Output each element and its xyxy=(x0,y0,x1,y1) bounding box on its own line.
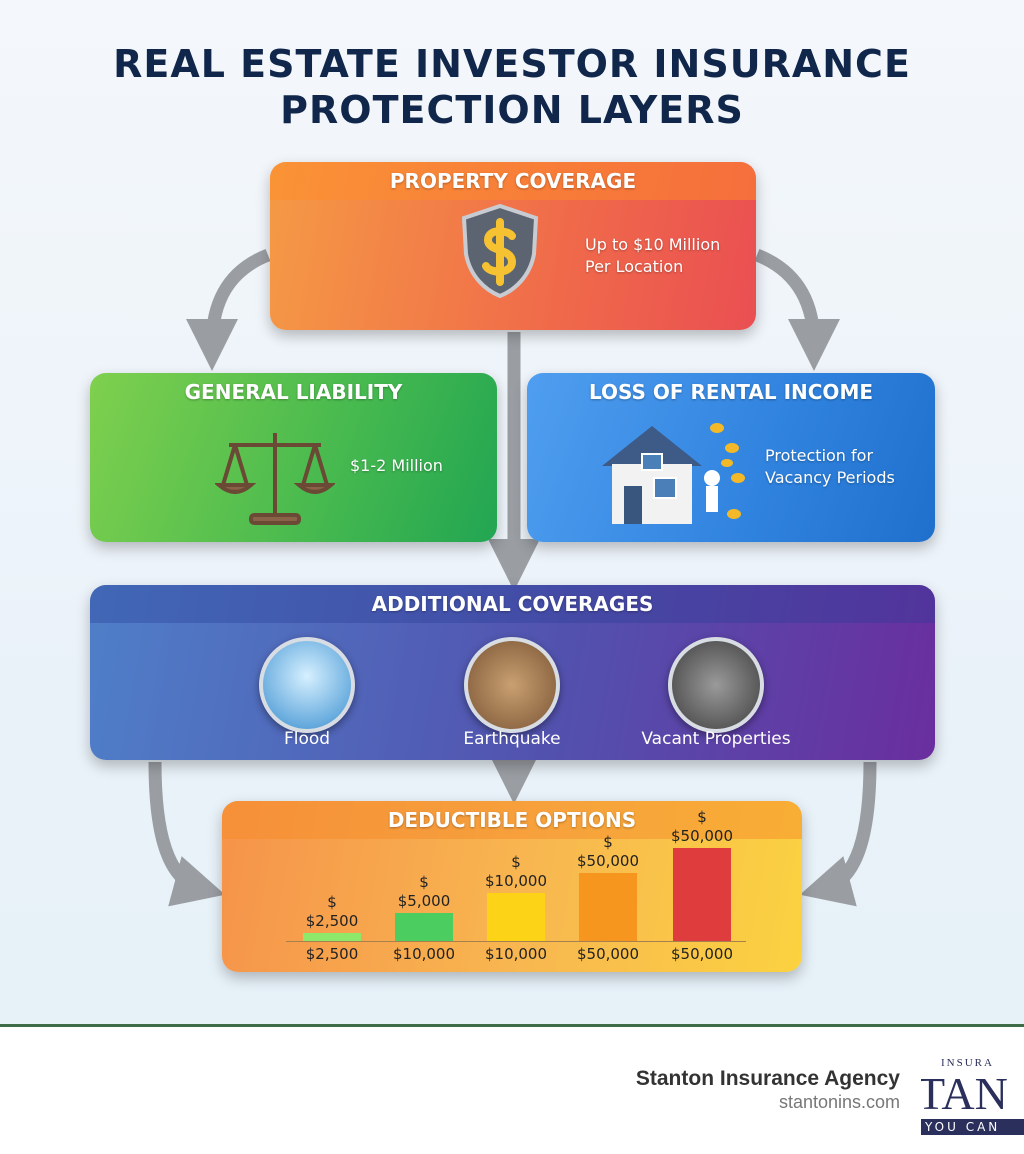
flow-arrows xyxy=(148,248,877,907)
cracked-ground-icon xyxy=(464,637,560,733)
rental-heading: LOSS OF RENTAL INCOME xyxy=(588,380,874,404)
property-limit-line2: Per Location xyxy=(585,257,684,276)
padlock-chain-icon xyxy=(668,637,764,733)
property-heading: PROPERTY COVERAGE xyxy=(270,162,756,200)
general-liability-box: GENERAL LIABILITY $1-2 Million xyxy=(90,373,497,542)
deductible-bar-top-label: $50,000 xyxy=(576,852,640,870)
company-website[interactable]: stantonins.com xyxy=(778,1092,900,1112)
chart-baseline xyxy=(286,941,746,942)
rental-text-line1: Protection for xyxy=(765,446,874,465)
liability-heading: GENERAL LIABILITY xyxy=(184,380,403,404)
deductible-bar-bottom-label: $50,000 xyxy=(576,945,640,963)
deductible-heading: DEDUCTIBLE OPTIONS xyxy=(387,808,637,832)
deductible-bar-top-label: $5,000 xyxy=(397,892,451,910)
deductible-bar xyxy=(673,848,731,941)
deductible-bar xyxy=(579,873,637,941)
deductible-options-box: DEDUCTIBLE OPTIONS $$2,500$2,500$$5,000$… xyxy=(222,801,802,972)
arrow-property-to-rental xyxy=(754,248,840,371)
coverage-label-flood: Flood xyxy=(283,729,331,749)
deductible-bar-bottom-label: $10,000 xyxy=(392,945,456,963)
shield-dollar-icon xyxy=(461,204,539,298)
deductible-bar-symbol: $ xyxy=(511,853,521,871)
deductible-bar-symbol: $ xyxy=(327,893,337,911)
deductible-bar-top-label: $50,000 xyxy=(670,827,734,845)
deductible-bar-symbol: $ xyxy=(697,808,707,826)
additional-heading: ADDITIONAL COVERAGES xyxy=(90,585,935,623)
page-title-line1: REAL ESTATE INVESTOR INSURANCE xyxy=(113,42,911,86)
deductible-bar xyxy=(395,913,453,941)
arrow-left-to-deductible xyxy=(148,761,226,907)
deductible-bar-top-label: $10,000 xyxy=(484,872,548,890)
arrow-property-to-liability xyxy=(186,248,271,371)
liability-limit: $1-2 Million xyxy=(350,456,443,475)
logo-tagline: YOU CAN xyxy=(921,1119,1024,1135)
footer: Stanton Insurance Agency stantonins.com … xyxy=(0,1024,1024,1154)
coverage-label-vacant: Vacant Properties xyxy=(641,729,791,749)
page-title-line2: PROTECTION LAYERS xyxy=(280,88,744,132)
scales-icon xyxy=(215,433,335,525)
arrow-right-to-deductible xyxy=(799,761,877,907)
deductible-bar-top-label: $2,500 xyxy=(305,912,359,930)
property-limit-line1: Up to $10 Million xyxy=(585,235,721,254)
property-coverage-box: PROPERTY COVERAGE Up to $10 Million Per … xyxy=(270,162,756,330)
house-coins-icon xyxy=(602,423,745,524)
company-name: Stanton Insurance Agency xyxy=(635,1067,900,1090)
coverage-label-earthquake: Earthquake xyxy=(463,729,561,749)
deductible-bar-bottom-label: $2,500 xyxy=(305,945,359,963)
additional-coverages-box: ADDITIONAL COVERAGES Flood Earthquake Va… xyxy=(90,585,935,760)
loss-of-rental-income-box: LOSS OF RENTAL INCOME Protection for Vac… xyxy=(527,373,935,542)
deductible-bar xyxy=(487,893,545,941)
deductible-bar xyxy=(303,933,361,941)
deductible-bar-bottom-label: $10,000 xyxy=(484,945,548,963)
logo-main-text: TAN xyxy=(921,1068,1008,1119)
water-drop-icon xyxy=(259,637,355,733)
logo-top-text: INSURA xyxy=(941,1057,994,1069)
deductible-bar-symbol: $ xyxy=(419,873,429,891)
rental-text-line2: Vacancy Periods xyxy=(765,468,895,487)
company-logo: INSURA TAN YOU CAN xyxy=(921,1057,1024,1139)
deductible-bar-bottom-label: $50,000 xyxy=(670,945,734,963)
deductible-bar-symbol: $ xyxy=(603,833,613,851)
deductible-header-strip xyxy=(222,801,802,839)
